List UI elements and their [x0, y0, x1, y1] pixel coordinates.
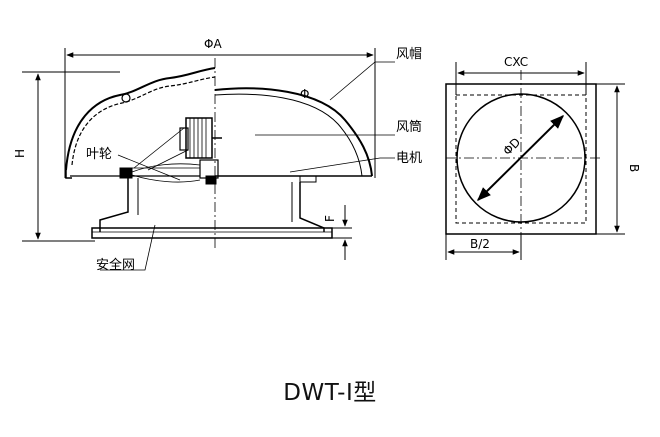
dim-half-b: B/2	[470, 237, 490, 251]
model-title: DWT-I型	[283, 380, 377, 406]
label-hood: 风帽	[396, 46, 422, 62]
dim-phi-mark: Φ	[300, 87, 309, 101]
dim-height: H	[13, 149, 27, 158]
dim-square: CXC	[504, 55, 528, 69]
top-view	[445, 62, 625, 260]
label-motor: 电机	[396, 151, 422, 166]
dim-side-b: B	[627, 164, 641, 172]
dim-flange: F	[323, 215, 337, 222]
label-impeller: 叶轮	[86, 147, 112, 162]
label-duct: 风筒	[396, 119, 422, 135]
side-view	[22, 48, 395, 271]
dim-diameter-d: ΦD	[500, 135, 523, 158]
label-safety-net: 安全网	[96, 257, 135, 273]
dim-diameter-a: ΦA	[204, 37, 222, 51]
